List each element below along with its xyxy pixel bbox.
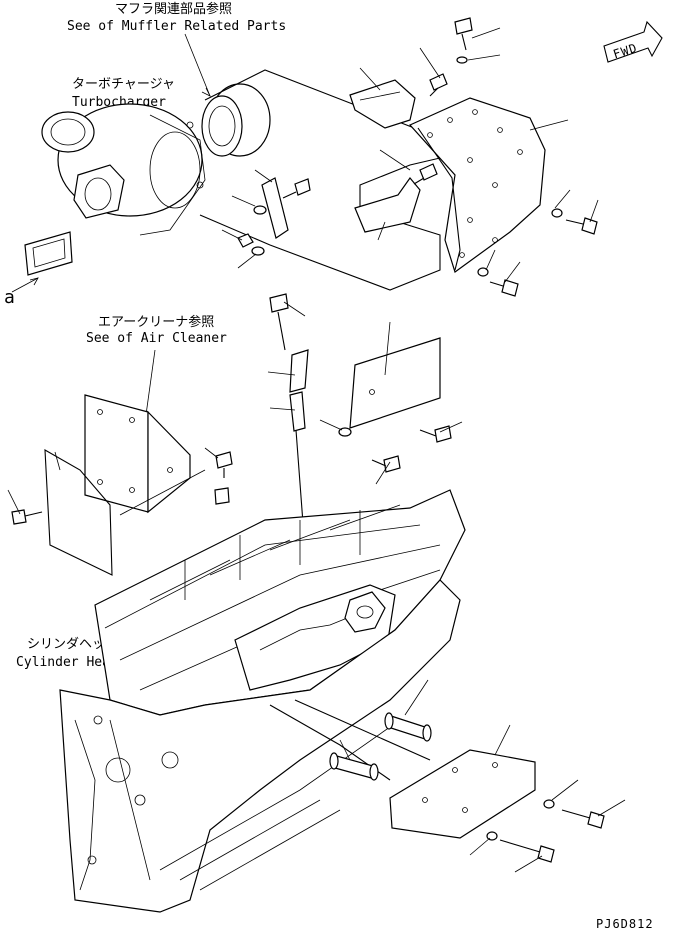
forward-label: FWD bbox=[611, 41, 639, 62]
cylinder-head-label-jp: シリンダヘッド bbox=[27, 637, 118, 652]
washer-icon bbox=[253, 205, 267, 215]
turbocharger bbox=[41, 103, 206, 236]
exhaust-manifold bbox=[234, 584, 396, 691]
bolt-icon bbox=[489, 279, 519, 297]
bolt-icon bbox=[429, 73, 448, 97]
cover-plate bbox=[349, 337, 441, 429]
bolt-icon bbox=[371, 455, 401, 473]
washer-icon bbox=[477, 267, 489, 277]
bolt-icon bbox=[561, 809, 605, 829]
bolt-icon bbox=[413, 163, 438, 185]
bolt-icon bbox=[215, 451, 233, 478]
turbocharger-label-jp: ターボチャージャ bbox=[72, 77, 175, 92]
part-leaders-upper bbox=[221, 27, 599, 283]
clamp-bracket bbox=[289, 349, 309, 393]
spacer-sleeve bbox=[329, 752, 379, 781]
air-cleaner-ref-label-jp: エアークリーナ参照 bbox=[98, 314, 214, 330]
air-cleaner-ref-label-en: See of Air Cleaner bbox=[86, 331, 227, 346]
cylinder-head-label-en: Cylinder Head bbox=[16, 655, 118, 670]
washer-icon bbox=[543, 799, 555, 809]
washer-icon bbox=[456, 56, 468, 64]
bolt-icon bbox=[454, 17, 473, 51]
forward-arrow-icon: FWD bbox=[603, 20, 663, 63]
bolt-icon bbox=[11, 509, 43, 525]
muffler-ref-label-en: See of Muffler Related Parts bbox=[67, 19, 286, 34]
shield-bracket-lower bbox=[354, 177, 421, 233]
bolt-icon bbox=[565, 217, 598, 235]
bolt-icon bbox=[419, 425, 452, 443]
nut-icon bbox=[237, 233, 254, 248]
bolt-icon bbox=[499, 839, 555, 863]
air-cleaner-bracket bbox=[84, 394, 206, 516]
shield-bracket-upper bbox=[349, 79, 416, 129]
spacer-icon bbox=[214, 487, 230, 505]
bracket-gasket bbox=[44, 449, 113, 576]
turbo-outlet-flange bbox=[201, 83, 271, 157]
washer-icon bbox=[251, 246, 265, 256]
drawing-code: PJ6D812 bbox=[596, 917, 654, 931]
lower-support-plate bbox=[389, 749, 536, 839]
part-leaders-lower bbox=[339, 679, 626, 873]
heat-shield bbox=[409, 97, 546, 273]
bolt-icon bbox=[282, 178, 311, 199]
spacer-sleeve bbox=[384, 712, 432, 742]
turbo-support-stay bbox=[261, 177, 289, 239]
muffler-ref-label-jp: マフラ関連部品参照 bbox=[115, 1, 232, 17]
ref-mark-a-left: a bbox=[4, 287, 15, 308]
washer-icon bbox=[551, 208, 563, 218]
long-bolt bbox=[269, 293, 289, 351]
turbo-gasket bbox=[11, 231, 73, 293]
engine-block bbox=[59, 579, 461, 913]
